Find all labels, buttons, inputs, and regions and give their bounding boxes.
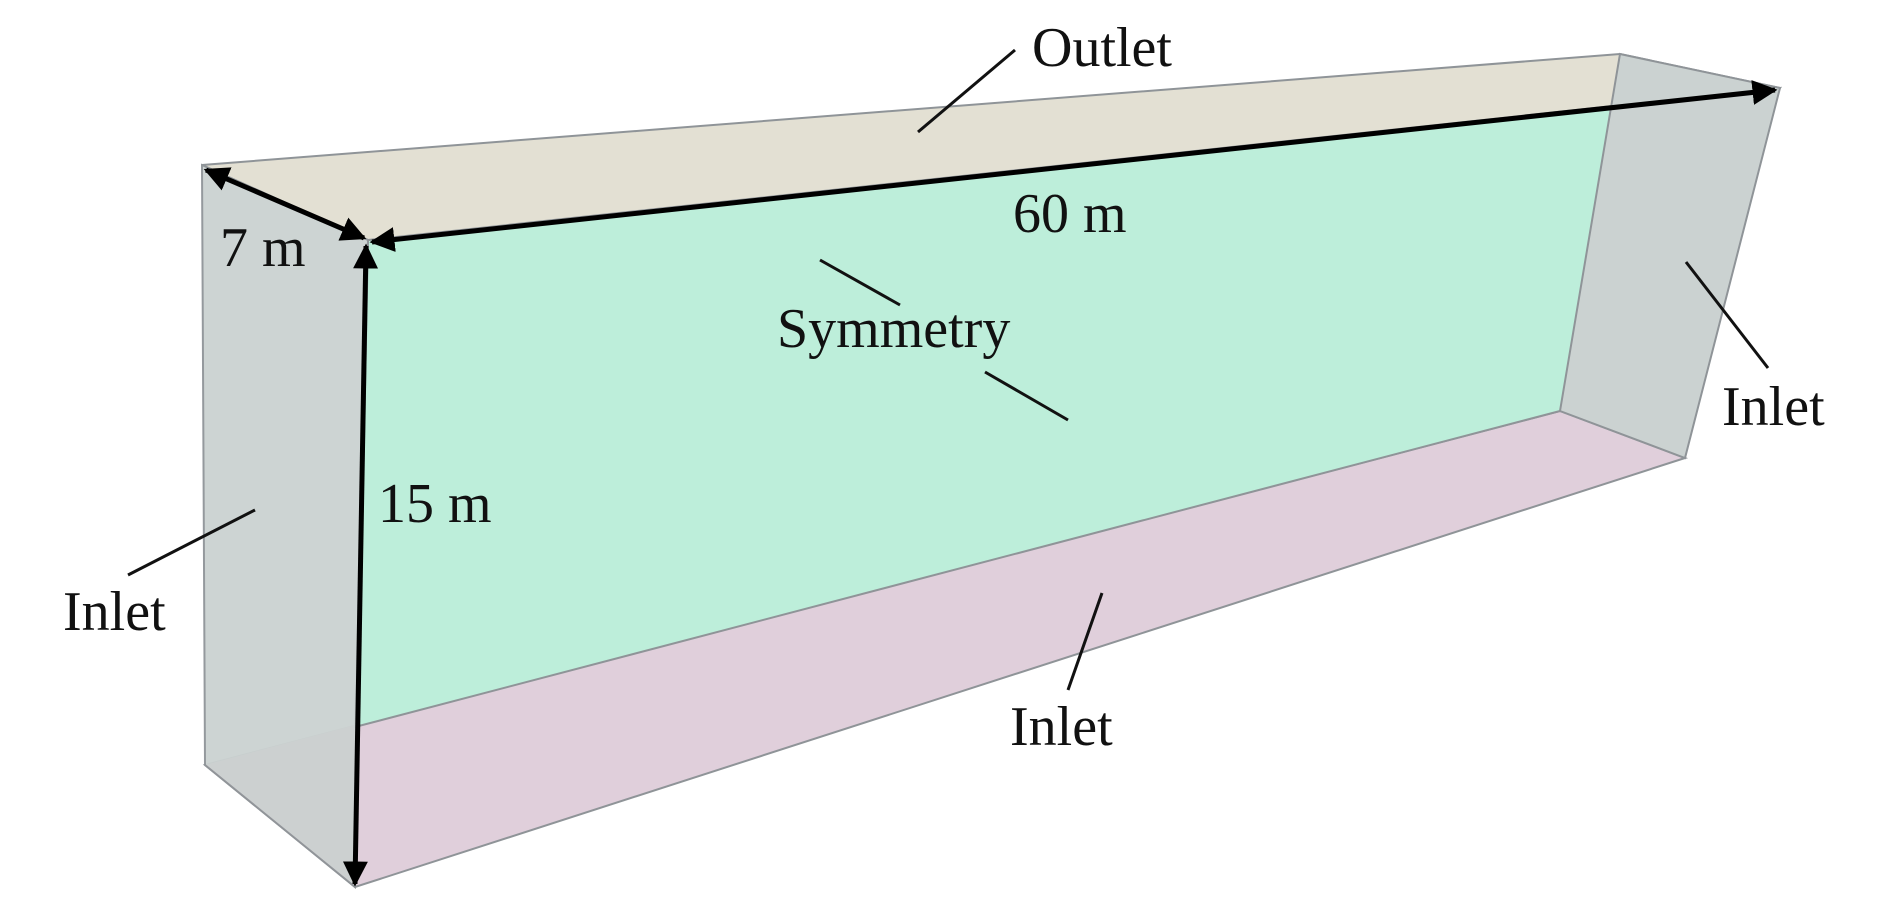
symmetry-label: Symmetry [777, 298, 1010, 360]
length-dimension-arrow [369, 79, 1778, 253]
height-dimension-arrow [342, 243, 379, 887]
symmetry-leader-line-lower [984, 370, 1069, 422]
right-inlet-leader-line [1684, 261, 1770, 369]
bottom-inlet-label: Inlet [1010, 696, 1113, 758]
left-inlet-leader-line [127, 508, 256, 577]
length-dimension-label: 60 m [1013, 183, 1127, 245]
bottom-inlet-leader-line [1066, 592, 1104, 691]
right-inlet-label: Inlet [1722, 376, 1825, 438]
width-dimension-label: 7 m [220, 217, 306, 279]
symmetry-leader-line-upper [819, 258, 901, 307]
height-dimension-label: 15 m [378, 473, 492, 535]
width-dimension-arrow [203, 167, 367, 241]
outlet-label: Outlet [1032, 17, 1172, 79]
left-inlet-label: Inlet [63, 581, 166, 643]
outlet-leader-line [917, 48, 1016, 134]
